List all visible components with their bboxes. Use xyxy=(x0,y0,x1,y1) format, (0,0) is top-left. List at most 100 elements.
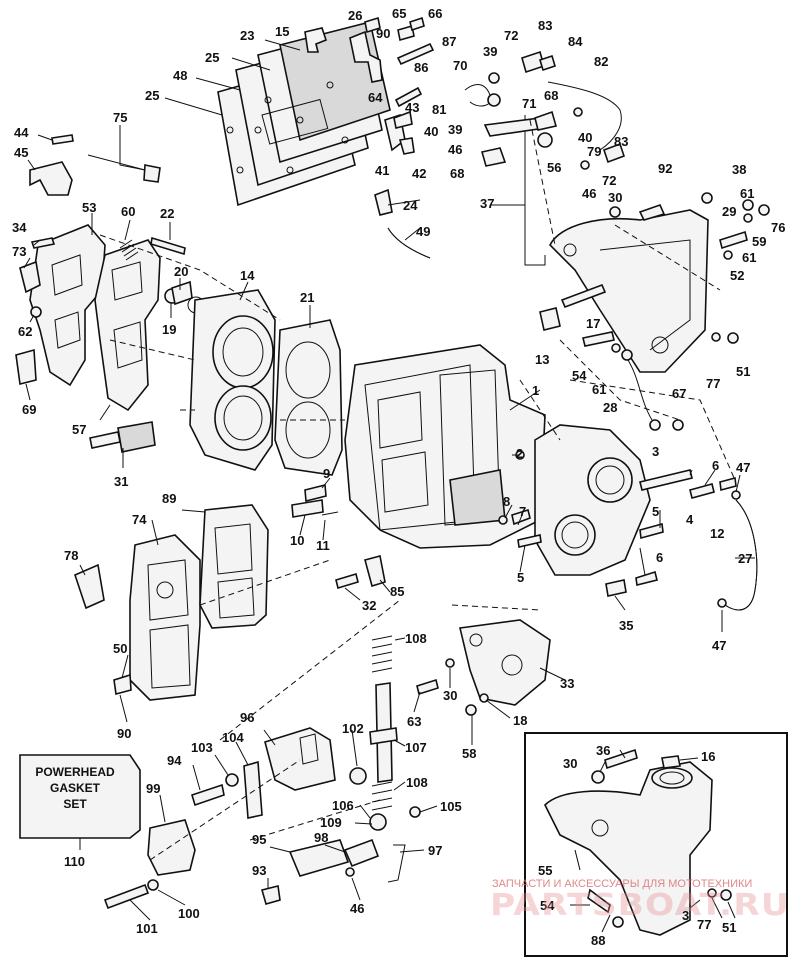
callout-number: 104 xyxy=(222,730,244,745)
crankcase-bolt-parts xyxy=(605,469,737,597)
callout-number: 54 xyxy=(540,898,555,913)
bracket-95-part xyxy=(261,838,380,905)
callout-number: 4 xyxy=(686,512,694,527)
callout-number: 15 xyxy=(275,24,289,39)
gasket-set-line-3: SET xyxy=(63,797,87,811)
callout-number: 108 xyxy=(406,775,428,790)
callout-number: 35 xyxy=(619,618,633,633)
plug-and-bolt-parts xyxy=(539,283,607,331)
callout-number: 32 xyxy=(362,598,376,613)
washer-103-104-parts xyxy=(225,760,263,819)
callout-number: 101 xyxy=(136,921,158,936)
spark-plug-part xyxy=(89,421,156,453)
watermark: ЗАПЧАСТИ И АКСЕССУАРЫ ДЛЯ МОТОТЕХНИКИ PA… xyxy=(490,878,789,923)
callout-number: 69 xyxy=(22,402,36,417)
callout-number: 18 xyxy=(513,713,527,728)
callout-number: 58 xyxy=(462,746,476,761)
callout-number: 88 xyxy=(591,933,605,948)
callout-number: 39 xyxy=(483,44,497,59)
callout-number: 57 xyxy=(72,422,86,437)
throttle-linkage-parts xyxy=(374,84,558,266)
intake-gasket-part xyxy=(199,504,269,629)
callout-number: 64 xyxy=(368,90,383,105)
callout-number: 90 xyxy=(376,26,390,41)
callout-number: 53 xyxy=(82,200,96,215)
gasket-set-line-1: POWERHEAD xyxy=(35,765,115,779)
callout-number: 73 xyxy=(12,244,26,259)
callout-number: 17 xyxy=(586,316,600,331)
callout-number: 46 xyxy=(448,142,462,157)
clamp-78-part xyxy=(74,563,105,610)
callout-number: 50 xyxy=(113,641,127,656)
screw-50-90-parts xyxy=(113,673,132,696)
callout-number: 72 xyxy=(504,28,518,43)
callout-number: 98 xyxy=(314,830,328,845)
callout-number: 62 xyxy=(18,324,32,339)
spring-108-part xyxy=(371,635,393,811)
callout-number: 105 xyxy=(440,799,462,814)
callout-number: 54 xyxy=(572,368,587,383)
callout-number: 25 xyxy=(205,50,219,65)
callout-number: 70 xyxy=(453,58,467,73)
callout-number: 100 xyxy=(178,906,200,921)
fitting-part xyxy=(304,27,327,53)
callout-number: 109 xyxy=(320,815,342,830)
callout-number: 83 xyxy=(614,134,628,149)
callout-number: 40 xyxy=(578,130,592,145)
clip-bracket-part xyxy=(335,555,386,590)
callout-number: 42 xyxy=(412,166,426,181)
leader-lines xyxy=(23,39,755,933)
callout-number: 63 xyxy=(407,714,421,729)
callout-number: 68 xyxy=(544,88,558,103)
block-99-part xyxy=(147,819,196,876)
callout-number: 43 xyxy=(405,100,419,115)
callout-number: 49 xyxy=(416,224,430,239)
callout-number: 75 xyxy=(113,110,127,125)
callout-number: 81 xyxy=(432,102,446,117)
callout-number: 95 xyxy=(252,832,266,847)
callout-number: 87 xyxy=(442,34,456,49)
dowel-and-pin-parts xyxy=(291,450,664,586)
mounting-bracket-part xyxy=(549,192,770,373)
callout-number: 3 xyxy=(652,444,659,459)
callout-number: 1 xyxy=(532,383,539,398)
callout-number: 61 xyxy=(740,186,754,201)
callout-number: 33 xyxy=(560,676,574,691)
callout-number: 76 xyxy=(771,220,785,235)
link-97-part xyxy=(387,844,406,883)
head-gasket-part xyxy=(274,319,343,476)
callout-number: 103 xyxy=(191,740,213,755)
callout-number: 107 xyxy=(405,740,427,755)
small-clip-parts xyxy=(15,237,56,385)
inset-detail-box xyxy=(524,732,788,957)
callout-number: 36 xyxy=(596,743,610,758)
callout-number: 6 xyxy=(656,550,663,565)
callout-number: 21 xyxy=(300,290,314,305)
gasket-set-line-2: GASKET xyxy=(50,781,101,795)
cover-gasket-part xyxy=(94,239,161,412)
callout-number: 47 xyxy=(736,460,750,475)
callout-number: 45 xyxy=(14,145,28,160)
gasket-set-box xyxy=(19,754,141,839)
callout-number: 83 xyxy=(538,18,552,33)
callout-number: 30 xyxy=(563,756,577,771)
callout-number: 72 xyxy=(602,173,616,188)
callout-number: 29 xyxy=(722,204,736,219)
callout-number: 34 xyxy=(12,220,27,235)
thermostat-cover-part xyxy=(29,224,106,387)
mount-bracket-33-part xyxy=(459,619,551,706)
callout-number: 51 xyxy=(722,920,736,935)
callout-number: 65 xyxy=(392,6,406,21)
screw-parts xyxy=(364,16,435,108)
callout-number: 5 xyxy=(517,570,524,585)
callout-number: 23 xyxy=(240,28,254,43)
callout-number: 27 xyxy=(738,551,752,566)
callout-number: 92 xyxy=(658,161,672,176)
callout-number: 13 xyxy=(535,352,549,367)
bracket-part xyxy=(349,30,383,83)
hose-part xyxy=(717,490,758,611)
cylinder-block-part xyxy=(344,344,546,549)
callout-number: 82 xyxy=(594,54,608,69)
callout-number: 9 xyxy=(323,466,330,481)
gasket-set-label: POWERHEAD GASKET SET xyxy=(35,765,115,811)
